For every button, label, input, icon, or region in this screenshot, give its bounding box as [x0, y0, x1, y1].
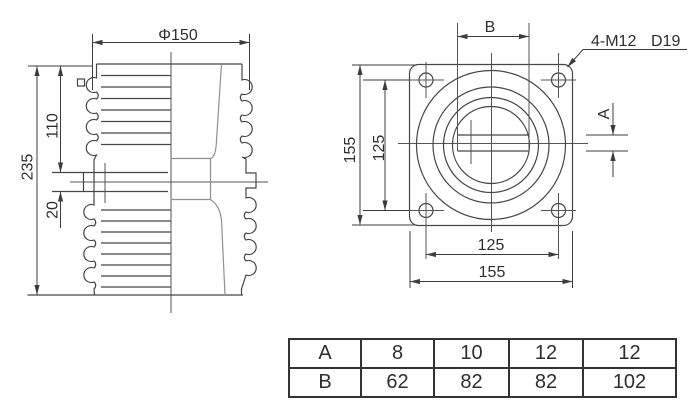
size-table: A 8 10 12 12 B 62 82 82 102 — [288, 338, 677, 398]
terminal-slot — [457, 23, 530, 164]
row-label-b: B — [288, 367, 362, 398]
dim-diameter: Φ150 — [92, 27, 250, 90]
row-label-a: A — [288, 338, 362, 369]
dim-flange-height: 155 — [342, 64, 417, 226]
dim-tab-thickness: 20 — [45, 191, 64, 228]
dim-total-height-label: 235 — [20, 154, 37, 181]
front-view-drawing: B A 4-M12 D19 155 125 — [342, 19, 687, 288]
dim-hole-spacing-vertical: 125 — [363, 79, 409, 211]
bolt-note-label: 4-M12 — [591, 33, 636, 50]
dim-slot-thickness: A — [586, 103, 628, 177]
dim-tab-thickness-label: 20 — [45, 201, 62, 219]
left-corrugated-edge — [83, 64, 99, 296]
table-row-a: A 8 10 12 12 — [288, 338, 677, 369]
dim-flange-height-label: 155 — [342, 137, 359, 164]
dim-slot-width: B — [457, 19, 529, 40]
dim-flange-width-label: 155 — [479, 264, 506, 281]
surface-symbol-icon — [76, 78, 86, 87]
inner-cup-outline — [170, 63, 226, 296]
table-cell: 102 — [582, 367, 677, 398]
dim-total-height: 235 — [20, 65, 93, 295]
lower-shed-lines — [101, 209, 171, 288]
bolt-hole-note: 4-M12 D19 — [567, 33, 687, 68]
table-cell: 62 — [360, 367, 435, 398]
dim-upper-height: 110 — [45, 66, 64, 173]
table-row-b: B 62 82 82 102 — [288, 367, 677, 398]
mounting-holes — [409, 53, 576, 259]
bushing-circles — [415, 69, 567, 221]
table-cell: 12 — [508, 338, 584, 369]
dim-slot-width-label: B — [485, 19, 496, 36]
dim-hole-spacing-vertical-label: 125 — [371, 135, 388, 162]
dim-hole-spacing-horizontal-label: 125 — [478, 237, 505, 254]
table-cell: 8 — [360, 338, 435, 369]
dim-hole-spacing-horizontal: 125 — [426, 237, 559, 258]
table-cell: 82 — [433, 367, 510, 398]
dim-slot-thickness-label: A — [596, 108, 613, 119]
table-cell: 10 — [433, 338, 510, 369]
dim-diameter-label: Φ150 — [158, 27, 198, 44]
table-cell: 12 — [582, 338, 677, 369]
table-cell: 82 — [508, 367, 584, 398]
flange-plate-outline — [408, 63, 574, 227]
upper-shed-lines — [101, 74, 171, 146]
hole-note-label: D19 — [651, 33, 680, 50]
side-view-drawing: Φ150 235 110 20 — [20, 27, 268, 313]
dim-flange-width: 155 — [409, 231, 573, 288]
terminal-tab — [52, 163, 168, 203]
right-corrugated-edge — [239, 64, 257, 295]
dim-upper-height-label: 110 — [45, 113, 62, 139]
